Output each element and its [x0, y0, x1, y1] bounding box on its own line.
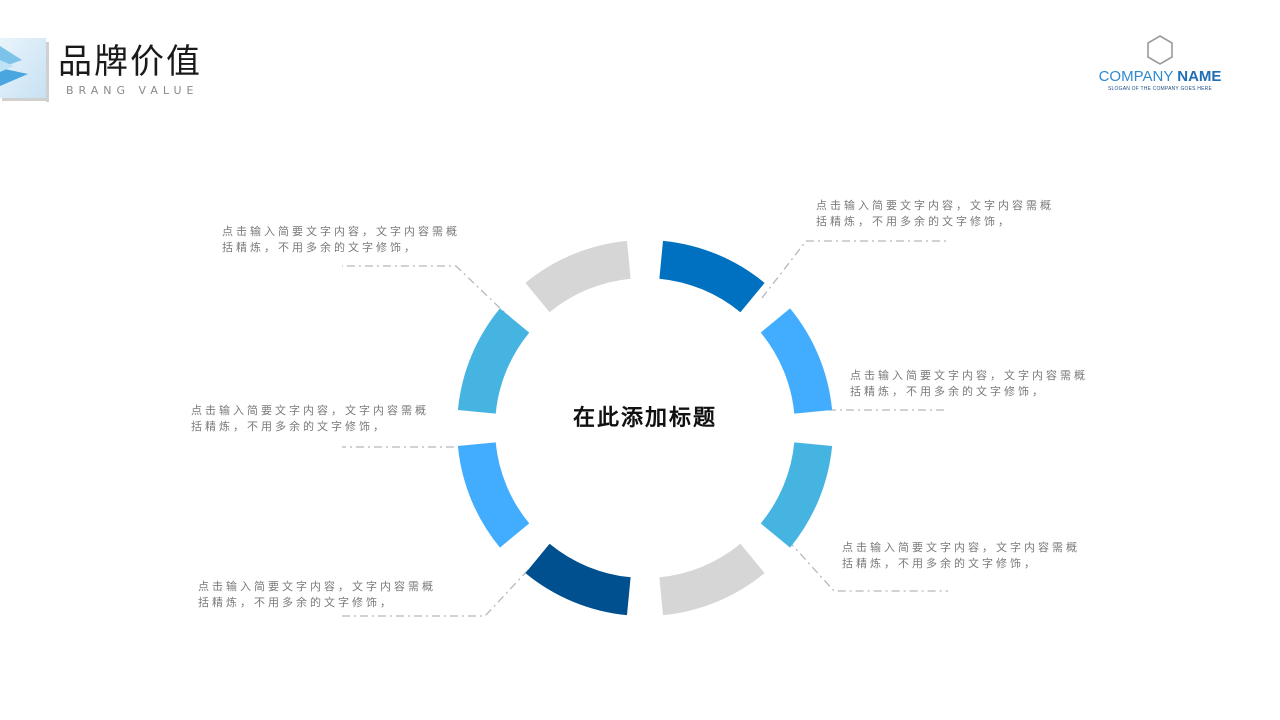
company-name: COMPANY NAME: [1080, 68, 1240, 85]
callout-text-4: 点击输入简要文字内容，文字内容需概 括精炼，不用多余的文字修饰，: [222, 224, 482, 256]
hexagon-icon: [1147, 35, 1173, 65]
callout-text-2: 点击输入简要文字内容，文字内容需概 括精炼，不用多余的文字修饰，: [850, 368, 1110, 400]
title-block: 品牌价值 BRANG VALUE: [58, 40, 202, 97]
corner-logo-icon: [0, 38, 49, 102]
company-name-bold: NAME: [1177, 68, 1222, 85]
callout-text-5: 点击输入简要文字内容，文字内容需概 括精炼，不用多余的文字修饰，: [191, 403, 451, 435]
center-title: 在此添加标题: [572, 406, 717, 431]
callout-3-line2: 括精炼，不用多余的文字修饰，: [842, 557, 1038, 570]
callout-6-line1: 点击输入简要文字内容，文字内容需概: [198, 580, 436, 593]
callout-5-line1: 点击输入简要文字内容，文字内容需概: [191, 404, 429, 417]
callout-1-line1: 点击输入简要文字内容，文字内容需概: [816, 199, 1054, 212]
callout-3-line1: 点击输入简要文字内容，文字内容需概: [842, 541, 1080, 554]
callout-4-line1: 点击输入简要文字内容，文字内容需概: [222, 225, 460, 238]
ring-segment-1: [659, 240, 765, 313]
ring-segment-3: [760, 442, 833, 548]
callout-2-line2: 括精炼，不用多余的文字修饰，: [850, 385, 1046, 398]
ring-segment-5: [525, 543, 631, 616]
company-logo: COMPANY NAME SLOGAN OF THE COMPANY GOES …: [1080, 34, 1240, 92]
callout-text-1: 点击输入简要文字内容，文字内容需概 括精炼，不用多余的文字修饰，: [816, 198, 1076, 230]
callout-text-6: 点击输入简要文字内容，文字内容需概 括精炼，不用多余的文字修饰，: [198, 579, 458, 611]
ring-segment-7: [457, 308, 530, 414]
ring-segment-2: [760, 308, 833, 414]
callout-2-line1: 点击输入简要文字内容，文字内容需概: [850, 369, 1088, 382]
connector-line-3: [775, 526, 948, 592]
callout-1-line2: 括精炼，不用多余的文字修饰，: [816, 215, 1012, 228]
ring-segment-4: [659, 543, 765, 616]
callout-6-line2: 括精炼，不用多余的文字修饰，: [198, 596, 394, 609]
callout-4-line2: 括精炼，不用多余的文字修饰，: [222, 241, 418, 254]
ring-segment-8: [525, 240, 631, 313]
callout-5-line2: 括精炼，不用多余的文字修饰，: [191, 420, 387, 433]
connector-line-4: [342, 265, 527, 334]
ring-segment-6: [457, 442, 530, 548]
page-subtitle: BRANG VALUE: [66, 84, 199, 97]
page-title: 品牌价值: [58, 42, 202, 82]
company-name-light: COMPANY: [1098, 68, 1178, 85]
callout-text-3: 点击输入简要文字内容，文字内容需概 括精炼，不用多余的文字修饰，: [842, 540, 1102, 572]
connector-line-6: [342, 569, 529, 617]
connector-line-1: [761, 240, 948, 299]
company-slogan: SLOGAN OF THE COMPANY GOES HERE: [1108, 86, 1212, 92]
